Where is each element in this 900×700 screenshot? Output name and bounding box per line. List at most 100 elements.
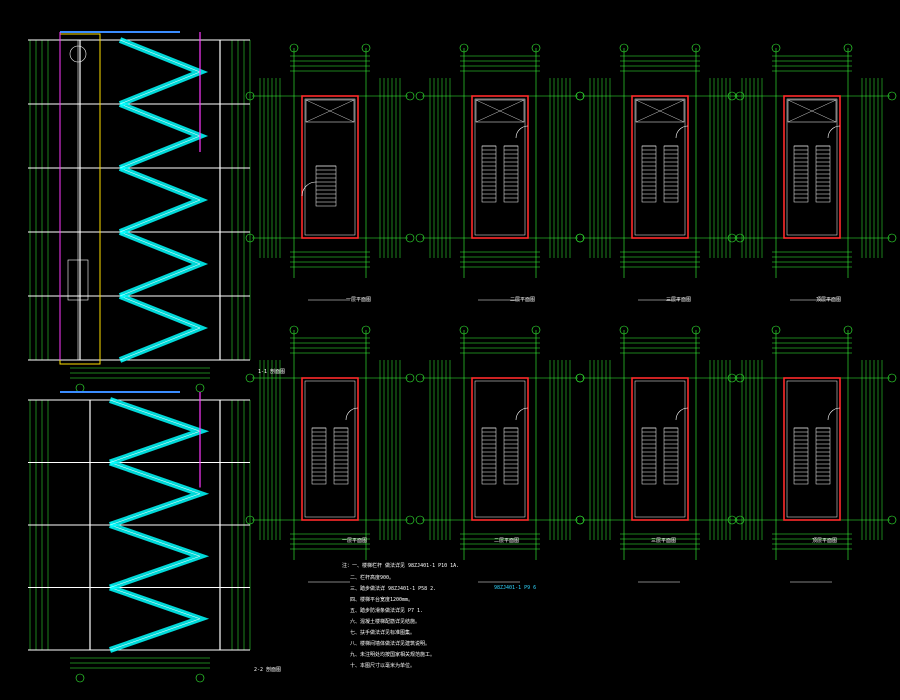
note-item: 八、楼梯间墙体做法详见建筑说明。: [350, 641, 431, 647]
axis-bubble: [619, 43, 629, 53]
plan-title: 一层平面图: [342, 538, 368, 544]
axis-bubble: [575, 91, 585, 101]
stair-flight: [815, 145, 831, 203]
wall-inner: [304, 380, 356, 518]
stair-flight: [109, 584, 210, 653]
stair-edge: [119, 103, 201, 169]
axis-bubble: [415, 515, 425, 525]
stair-edge: [119, 167, 201, 233]
notes-reference: 98ZJ401-1 P9 6: [494, 585, 537, 591]
stair-edge: [109, 399, 201, 463]
axis-bubble: [887, 515, 897, 525]
stair-flight: [315, 165, 337, 207]
stair-flight: [333, 427, 349, 485]
axis-bubble: [69, 45, 87, 63]
plan-title: 二层平面图: [510, 297, 536, 303]
axis-bubble: [415, 373, 425, 383]
stair-flight: [118, 101, 209, 171]
wall-outline: [783, 95, 841, 239]
plan-title: 一层平面图: [346, 297, 372, 303]
wall-inner: [634, 98, 686, 236]
axis-bubble: [691, 325, 701, 335]
axis-bubble: [459, 325, 469, 335]
axis-bubble: [843, 43, 853, 53]
door-swing: [675, 407, 689, 421]
elevator-cross: [635, 99, 685, 123]
axis-bubble: [531, 43, 541, 53]
axis-bubble: [405, 91, 415, 101]
stair-flight: [815, 427, 831, 485]
axis-bubble: [405, 233, 415, 243]
door-swing: [827, 407, 841, 421]
stair-edge: [109, 524, 201, 588]
axis-bubble: [289, 43, 299, 53]
axis-bubble: [691, 43, 701, 53]
note-item: 五、踏步防滑条做法详见 P7 1.: [350, 608, 424, 614]
note-item: 三、踏步做法详 98ZJ401-1 P58 2.: [350, 586, 437, 592]
stair-edge: [119, 39, 201, 105]
section-title-2: 2-2 剖面图: [254, 667, 282, 673]
door-swing: [675, 125, 689, 139]
axis-bubble: [459, 43, 469, 53]
stair-flight: [109, 397, 210, 466]
axis-bubble: [575, 373, 585, 383]
note-item: 六、混凝土楼梯配筋详见结施。: [350, 619, 421, 625]
axis-bubble: [531, 325, 541, 335]
axis-bubble: [887, 91, 897, 101]
stair-flight: [118, 165, 209, 235]
wall-inner: [786, 380, 838, 518]
stair-flight: [118, 293, 209, 363]
axis-bubble: [619, 325, 629, 335]
axis-bubble: [245, 373, 255, 383]
axis-bubble: [727, 233, 737, 243]
stair-flight: [793, 427, 809, 485]
stair-flight: [481, 145, 497, 203]
stair-flight: [481, 427, 497, 485]
plan-title: 二层平面图: [494, 538, 520, 544]
stair-edge: [119, 231, 201, 297]
note-item: 七、扶手做法详见标准图集。: [350, 630, 416, 636]
axis-bubble: [195, 383, 205, 393]
stair-flight: [663, 427, 679, 485]
axis-bubble: [887, 373, 897, 383]
note-item: 四、楼梯平台宽度1200mm。: [350, 597, 414, 603]
wall-inner: [634, 380, 686, 518]
elevator-car: [67, 259, 89, 301]
door-swing: [301, 181, 317, 197]
plan-title: 三层平面图: [666, 297, 692, 303]
wall-outline: [301, 377, 359, 521]
elevator-shaft: [305, 99, 355, 123]
elevator-cross: [305, 99, 355, 123]
door-swing: [515, 125, 529, 139]
stair-flight: [663, 145, 679, 203]
axis-bubble: [727, 373, 737, 383]
stair-edge: [109, 462, 201, 526]
door-swing: [515, 407, 529, 421]
axis-bubble: [575, 515, 585, 525]
note-item: 九、未注明处均按国家相关规范施工。: [350, 652, 436, 658]
door-swing: [827, 125, 841, 139]
axis-bubble: [415, 91, 425, 101]
stair-edge: [119, 295, 201, 361]
stair-flight: [311, 427, 327, 485]
axis-bubble: [361, 43, 371, 53]
wall-inner: [304, 98, 356, 236]
axis-bubble: [195, 673, 205, 683]
axis-bubble: [405, 373, 415, 383]
axis-bubble: [75, 673, 85, 683]
stair-flight: [641, 145, 657, 203]
wall-inner: [786, 98, 838, 236]
wall-inner: [474, 98, 526, 236]
axis-bubble: [771, 43, 781, 53]
axis-bubble: [361, 325, 371, 335]
wall-outline: [631, 95, 689, 239]
axis-bubble: [771, 325, 781, 335]
wall-inner: [474, 380, 526, 518]
elevator-shaft: [475, 99, 525, 123]
wall-outline: [471, 377, 529, 521]
wall-outline: [471, 95, 529, 239]
stair-flight: [118, 229, 209, 299]
stair-flight: [109, 522, 210, 591]
axis-bubble: [289, 325, 299, 335]
